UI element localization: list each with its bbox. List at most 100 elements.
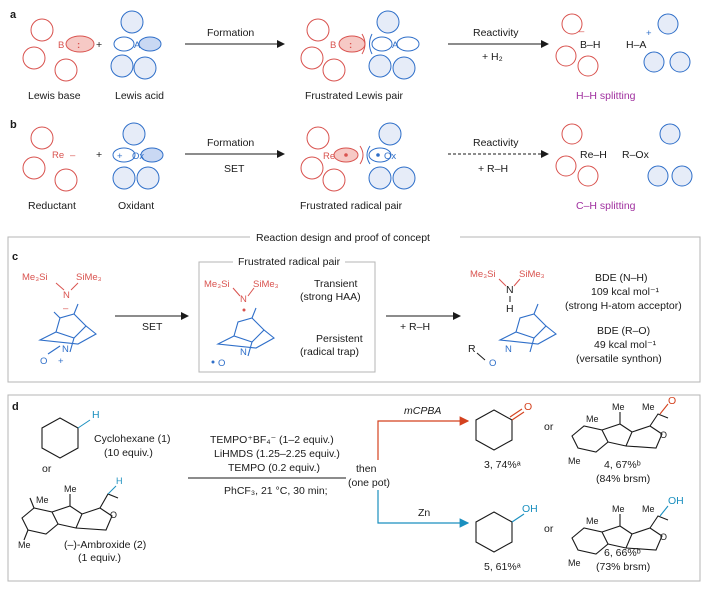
svg-text:SiMe₃: SiMe₃ [253,279,279,290]
bde-ro-value: 49 kcal mol⁻¹ [594,339,657,351]
lactol-6 [571,514,669,555]
plus-a: + [96,39,102,51]
formation-label-a: Formation [207,27,254,39]
tempo-o: O [489,358,496,369]
svg-text:+: + [58,356,64,367]
lewis-acid-diagram: A [110,10,162,80]
zn-arrow [377,490,470,528]
svg-text:Me: Me [642,402,655,412]
products-a-diagram: – B–H + H–A [555,13,691,77]
svg-text:–: – [63,303,69,314]
ambroxide-o: O [110,510,117,520]
oxidant-label: Oxidant [118,200,154,212]
formation-label-b: Formation [207,137,254,149]
p3-label: 3, 74%ᵃ [484,459,521,471]
svg-text:N: N [240,294,247,305]
tempo-plus-structure [38,303,97,355]
p5-label: 5, 61%ᵃ [484,561,521,573]
atom-ox: Ox [132,151,144,162]
flp-label: Frustrated Lewis pair [305,90,404,102]
svg-text:O: O [660,430,667,440]
mcpba-arrow [377,416,470,460]
r-label: R [468,343,476,355]
lewis-acid-label: Lewis acid [115,90,164,102]
svg-text:A: A [392,40,399,51]
product-re: Re–H [580,149,607,161]
svg-text:O: O [660,532,667,542]
p6-brsm: (73% brsm) [596,561,650,573]
svg-text:O: O [218,358,225,369]
p4-brsm: (84% brsm) [596,473,650,485]
panel-d-letter: d [12,401,19,413]
cond3: TEMPO (0.2 equiv.) [228,462,320,474]
svg-text:N: N [240,347,247,358]
svg-text:SiMe₃: SiMe₃ [519,269,545,280]
svg-text:Me: Me [586,414,599,424]
flp-diagram: B : A [300,10,420,82]
substrate2-equiv: (1 equiv.) [78,552,121,564]
cyclohexanol-5 [475,511,513,553]
persistent-sub: (radical trap) [300,346,359,358]
frp-diagram: Re Ox [300,122,416,192]
reductant-label: Reductant [28,200,76,212]
panel-d-frame [7,394,701,582]
bde-ro-title: BDE (R–O) [597,325,650,337]
svg-text:Me: Me [568,558,581,568]
svg-text:Re: Re [323,151,335,162]
amide-left: Me₃Si [22,272,48,283]
bde-ro-note: (versatile synthon) [576,353,662,365]
onepot-label: (one pot) [348,477,390,489]
tempo-n: N [505,344,512,355]
svg-text:Me: Me [18,540,31,550]
atom-b: B [58,40,64,51]
bde-nh-note: (strong H-atom acceptor) [565,300,682,312]
rh-reagent-b: + R–H [478,163,508,175]
substrate1-name: Cyclohexane (1) [94,433,170,445]
atom-re: Re [52,150,64,161]
svg-text:Me: Me [568,456,581,466]
p4-label: 4, 67%ᵇ [604,459,641,471]
svg-text:Me: Me [36,495,49,505]
zn-label: Zn [418,507,430,519]
svg-text:Me: Me [586,516,599,526]
mcpba-label: mCPBA [404,405,441,417]
amine-h: H [506,303,514,315]
svg-text:Me: Me [612,504,625,514]
amide-n: N [63,290,70,301]
tempo-r-structure [498,303,557,353]
panel-c-header: Reaction design and proof of concept [256,232,430,244]
svg-text:–: – [579,26,585,37]
svg-text:Me: Me [612,402,625,412]
tempo-radical-structure [216,307,275,357]
svg-text:B: B [330,40,336,51]
svg-text:Me₃Si: Me₃Si [470,269,496,280]
cyclohexanone-3 [475,409,513,451]
products-b-diagram: Re–H R–Ox [555,123,693,187]
svg-text::: : [349,40,352,51]
svg-text:–: – [70,150,76,161]
ch-splitting: C–H splitting [576,200,636,212]
product-a: H–A [626,39,646,51]
svg-text:N: N [506,284,514,296]
lewis-base-label: Lewis base [28,90,81,102]
p6-label: 6, 66%ᵇ [604,547,641,559]
atom-a: A [134,40,141,51]
substrate2-name: (–)-Ambroxide (2) [64,539,146,551]
svg-text:Me₃Si: Me₃Si [204,279,230,290]
svg-text:+: + [117,151,123,162]
reductant-diagram: Re – [22,126,78,192]
rh-reagent-c: + R–H [400,321,430,333]
oh-label-5: OH [522,503,538,515]
frp-label: Frustrated radical pair [300,200,403,212]
amide-right: SiMe₃ [76,272,102,283]
cond2: LiHMDS (1.25–2.25 equiv.) [214,448,340,460]
panel-a-letter: a [10,9,17,21]
set-label-c: SET [142,321,163,333]
svg-text:Me: Me [642,504,655,514]
svg-text:H: H [116,476,123,486]
svg-text:Me: Me [64,484,77,494]
reactivity-label-a: Reactivity [473,27,519,39]
lactone-4 [571,412,669,453]
then-label: then [356,463,377,475]
